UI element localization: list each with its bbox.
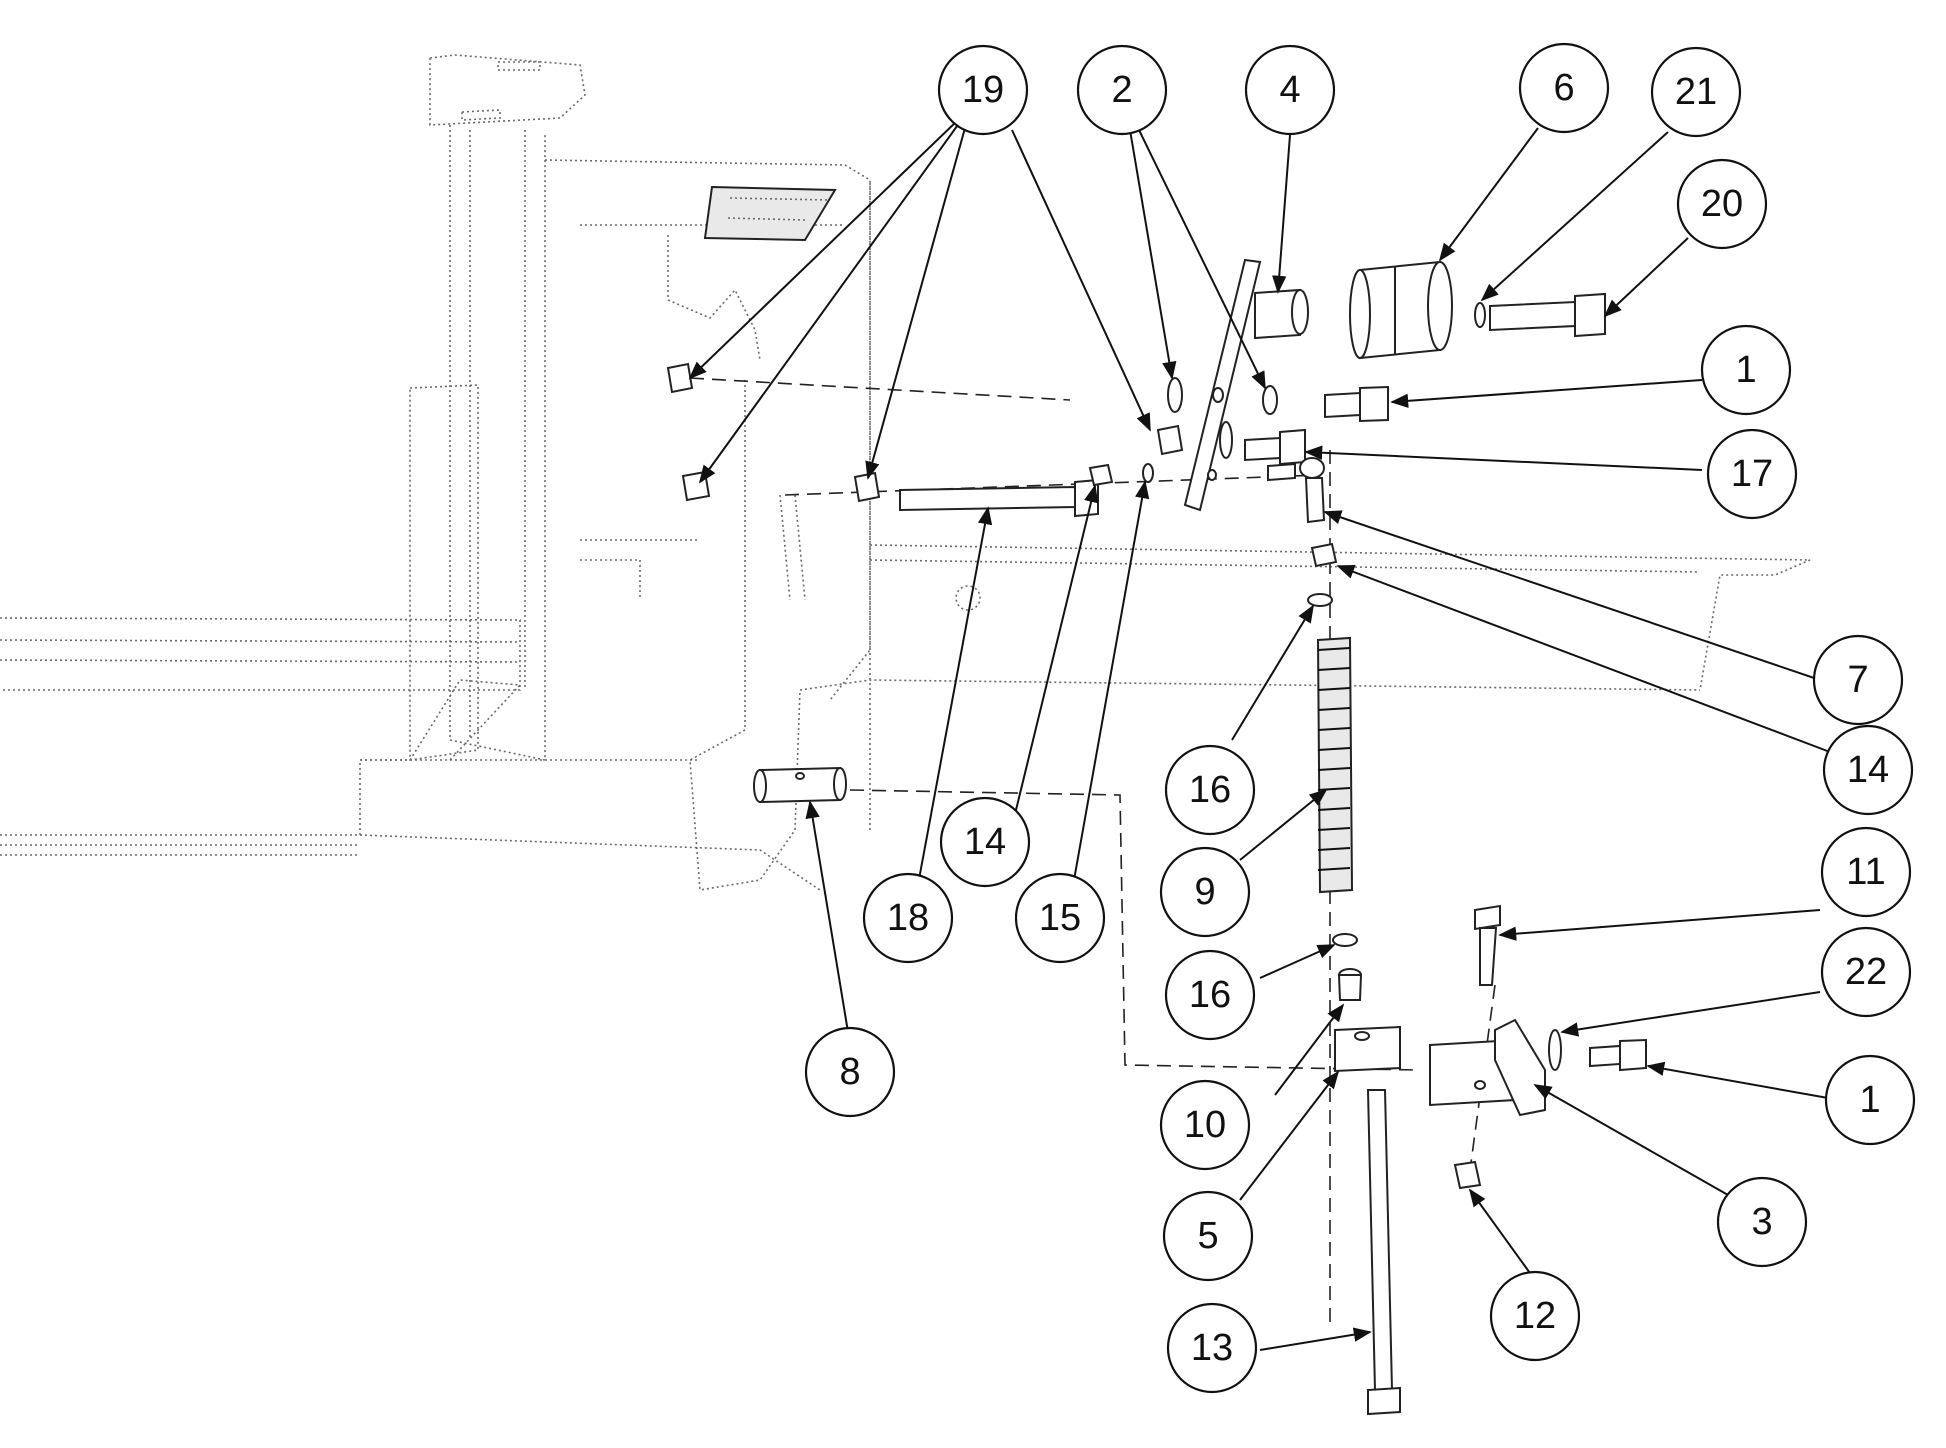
callout-11: 11 <box>1820 826 1912 918</box>
svg-text:14: 14 <box>1847 749 1889 791</box>
eye-pin-7 <box>1267 457 1326 524</box>
leader-lines <box>688 119 1831 1351</box>
callout-12: 12 <box>1489 1270 1581 1362</box>
svg-text:8: 8 <box>839 1051 860 1093</box>
callout-1-upper: 1 <box>1700 324 1792 416</box>
shoulder-bolt-17 <box>1244 428 1306 466</box>
roller-bolt <box>1489 292 1606 338</box>
callout-10: 10 <box>1159 1079 1251 1171</box>
bolt-11 <box>1474 904 1501 986</box>
callout-4: 4 <box>1244 44 1336 136</box>
spacer-bushing <box>1254 288 1309 340</box>
svg-text:16: 16 <box>1189 974 1231 1016</box>
compression-spring <box>1316 636 1354 894</box>
callout-13: 13 <box>1166 1302 1258 1394</box>
machine-frame-outline <box>0 54 1811 891</box>
svg-text:12: 12 <box>1514 1295 1556 1337</box>
callout-16-upper: 16 <box>1164 744 1256 836</box>
long-bolt-18 <box>899 478 1099 518</box>
callout-18: 18 <box>862 872 954 964</box>
svg-text:19: 19 <box>962 69 1004 111</box>
svg-text:4: 4 <box>1279 69 1300 111</box>
svg-text:11: 11 <box>1846 851 1885 893</box>
svg-text:13: 13 <box>1191 1327 1233 1369</box>
svg-text:9: 9 <box>1194 871 1215 913</box>
callout-14-right: 14 <box>1822 724 1914 816</box>
block-5 <box>1334 1025 1401 1073</box>
svg-text:14: 14 <box>964 821 1006 863</box>
callout-5: 5 <box>1162 1190 1254 1282</box>
screw-1-lower <box>1589 1038 1647 1072</box>
callout-14-left: 14 <box>939 796 1031 888</box>
svg-text:7: 7 <box>1847 659 1868 701</box>
svg-text:6: 6 <box>1553 67 1574 109</box>
bushing-10 <box>1337 968 1363 1001</box>
plate-washers <box>1167 377 1278 415</box>
callout-9: 9 <box>1159 846 1251 938</box>
sleeve-8 <box>753 766 847 804</box>
callout-19: 19 <box>937 44 1029 136</box>
callout-20: 20 <box>1676 158 1768 250</box>
callout-17: 17 <box>1706 428 1798 520</box>
callout-16-lower: 16 <box>1164 949 1256 1041</box>
rod-13 <box>1366 1089 1401 1416</box>
washer-22 <box>1548 1029 1562 1071</box>
callout-21: 21 <box>1650 46 1742 138</box>
plate-screw-upper <box>1324 385 1389 423</box>
svg-text:3: 3 <box>1751 1201 1772 1243</box>
spring-nut <box>1307 542 1358 947</box>
roller-washer <box>1474 302 1486 328</box>
callout-1-lower: 1 <box>1824 1054 1916 1146</box>
callout-2: 2 <box>1076 44 1168 136</box>
callout-22: 22 <box>1820 926 1912 1018</box>
pivot-bracket-3 <box>1429 1018 1546 1117</box>
callout-8: 8 <box>804 1026 896 1118</box>
svg-text:21: 21 <box>1675 71 1717 113</box>
svg-text:1: 1 <box>1859 1079 1880 1121</box>
svg-text:15: 15 <box>1039 897 1081 939</box>
callout-6: 6 <box>1518 42 1610 134</box>
nut-12 <box>1453 1160 1482 1190</box>
callout-7: 7 <box>1812 634 1904 726</box>
svg-text:10: 10 <box>1184 1104 1226 1146</box>
svg-text:16: 16 <box>1189 769 1231 811</box>
svg-text:18: 18 <box>887 897 929 939</box>
roller-wheel <box>1349 260 1453 360</box>
svg-text:20: 20 <box>1701 183 1743 225</box>
svg-text:5: 5 <box>1197 1215 1218 1257</box>
mounting-plate <box>1183 258 1262 512</box>
svg-text:1: 1 <box>1735 349 1756 391</box>
svg-text:22: 22 <box>1845 951 1887 993</box>
svg-text:17: 17 <box>1731 453 1773 495</box>
svg-text:2: 2 <box>1111 69 1132 111</box>
callout-15: 15 <box>1014 872 1106 964</box>
callout-3: 3 <box>1716 1176 1808 1268</box>
